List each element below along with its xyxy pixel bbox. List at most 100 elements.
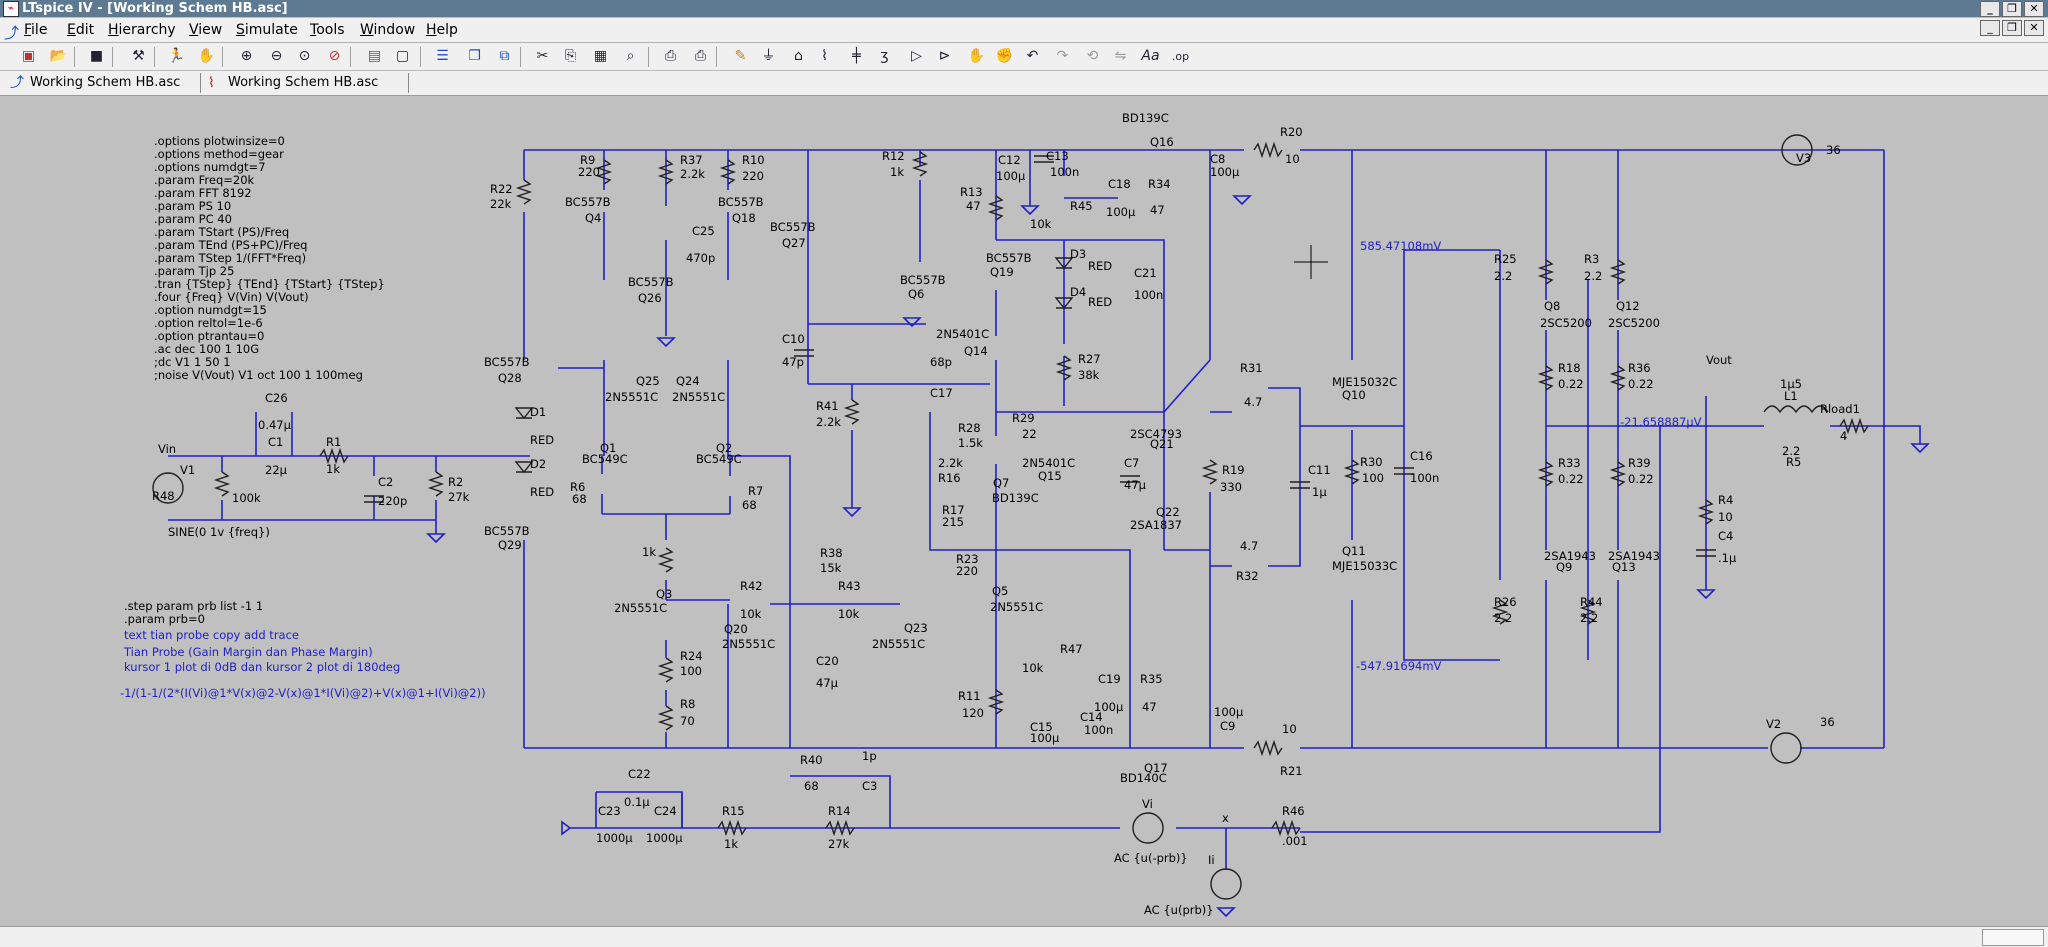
component-label[interactable]: 100n bbox=[1134, 288, 1163, 302]
component-label[interactable]: 10k bbox=[740, 607, 762, 621]
component-label[interactable]: Q3 bbox=[656, 587, 672, 601]
component-label[interactable]: 2N5551C bbox=[990, 600, 1043, 614]
directive[interactable]: .option numdgt=15 bbox=[154, 303, 267, 317]
print-icon[interactable]: ⎙ bbox=[694, 48, 707, 64]
tile-horizontal-icon[interactable]: ☰ bbox=[436, 48, 449, 64]
component-label[interactable]: C23 bbox=[598, 804, 621, 818]
component-label[interactable]: R10 bbox=[742, 153, 765, 167]
component-label[interactable]: 220 bbox=[578, 165, 600, 179]
component-label[interactable]: 215 bbox=[942, 515, 964, 529]
open-icon[interactable]: 📂 bbox=[49, 48, 68, 64]
component-label[interactable]: 100µ bbox=[1094, 700, 1124, 714]
component-label[interactable]: 1k bbox=[890, 165, 904, 179]
component-label[interactable]: R24 bbox=[680, 649, 703, 663]
component-label[interactable]: R40 bbox=[800, 753, 823, 767]
component-label[interactable]: BC557B bbox=[628, 275, 674, 289]
component-label[interactable]: R13 bbox=[960, 185, 983, 199]
component-label[interactable]: 47 bbox=[1150, 203, 1165, 217]
waveform-icon[interactable]: ▤ bbox=[367, 48, 382, 64]
component-label[interactable]: 2.2 bbox=[1782, 444, 1800, 458]
cut-icon[interactable]: ✂ bbox=[536, 48, 549, 64]
component-label[interactable]: BC557B bbox=[770, 220, 816, 234]
component-label[interactable]: V2 bbox=[1766, 717, 1781, 731]
component-label[interactable]: 100µ bbox=[1030, 731, 1060, 745]
component-label[interactable]: Q11 bbox=[1342, 544, 1366, 558]
minimize-icon[interactable]: _ bbox=[1980, 1, 2000, 17]
component-label[interactable]: BD139C bbox=[992, 491, 1039, 505]
component-label[interactable]: Q13 bbox=[1612, 560, 1636, 574]
component-label[interactable]: RED bbox=[1088, 295, 1112, 309]
component-label[interactable]: BC557B bbox=[986, 251, 1032, 265]
diode-icon[interactable]: ▷ bbox=[911, 48, 922, 64]
component-label[interactable]: R22 bbox=[490, 182, 513, 196]
component-label[interactable]: R14 bbox=[828, 804, 851, 818]
print-preview-icon[interactable]: ⎙ bbox=[664, 48, 677, 64]
component-label[interactable]: BC557B bbox=[900, 273, 946, 287]
component-label[interactable]: R21 bbox=[1280, 764, 1303, 778]
component-label[interactable]: 0.47µ bbox=[258, 418, 292, 432]
component-label[interactable]: 1k bbox=[724, 837, 738, 851]
component-label[interactable]: 2N5401C bbox=[1022, 456, 1075, 470]
component-label[interactable]: R20 bbox=[1280, 125, 1303, 139]
save-icon[interactable]: ■ bbox=[89, 48, 104, 64]
component-label[interactable]: 330 bbox=[1220, 480, 1242, 494]
component-label[interactable]: 2.2k bbox=[680, 167, 705, 181]
component-label[interactable]: R8 bbox=[680, 697, 695, 711]
component-label[interactable]: Q17 bbox=[1144, 761, 1168, 775]
doc-restore-icon[interactable]: ❐ bbox=[2002, 20, 2022, 36]
component-label[interactable]: 70 bbox=[680, 714, 695, 728]
directive[interactable]: .option reltol=1e-6 bbox=[154, 316, 263, 330]
component-label[interactable]: Q2 bbox=[716, 441, 732, 455]
component-label[interactable]: R18 bbox=[1558, 361, 1581, 375]
capacitor-icon[interactable]: ╪ bbox=[852, 48, 861, 64]
restore-icon[interactable]: ❐ bbox=[2002, 1, 2022, 17]
component-label[interactable]: 100 bbox=[1362, 471, 1384, 485]
directive[interactable]: .tran {TStep} {TEnd} {TStart} {TStep} bbox=[154, 277, 385, 291]
component-label[interactable]: R4 bbox=[1718, 493, 1733, 507]
component-label[interactable]: 36 bbox=[1820, 715, 1835, 729]
component-label[interactable]: Vout bbox=[1706, 353, 1732, 367]
zoom-fit-icon[interactable]: ⊙ bbox=[298, 48, 311, 64]
component-label[interactable]: R37 bbox=[680, 153, 703, 167]
component-label[interactable]: R46 bbox=[1282, 804, 1305, 818]
component-label[interactable]: C26 bbox=[265, 391, 288, 405]
component-label[interactable]: C13 bbox=[1046, 149, 1069, 163]
component-label[interactable]: C25 bbox=[692, 224, 715, 238]
document-icon[interactable]: ⤴ bbox=[4, 24, 20, 42]
cascade-icon[interactable]: ❐ bbox=[468, 48, 481, 64]
component-label[interactable]: Q15 bbox=[1038, 469, 1062, 483]
component-label[interactable]: 10k bbox=[838, 607, 860, 621]
component-label[interactable]: 2SC4793 bbox=[1130, 427, 1182, 441]
component-label[interactable]: R26 bbox=[1494, 595, 1517, 609]
component-label[interactable]: Q8 bbox=[1544, 299, 1560, 313]
component-label[interactable]: C22 bbox=[628, 767, 651, 781]
component-label[interactable]: C14 bbox=[1080, 710, 1103, 724]
component-label[interactable]: Q9 bbox=[1556, 560, 1572, 574]
directive[interactable]: .param PS 10 bbox=[154, 199, 231, 213]
component-label[interactable]: R30 bbox=[1360, 455, 1383, 469]
component-label[interactable]: 36 bbox=[1826, 143, 1841, 157]
directive[interactable]: .options plotwinsize=0 bbox=[154, 134, 285, 148]
menu-edit[interactable]: Edit bbox=[67, 22, 95, 38]
component-label[interactable]: R45 bbox=[1070, 199, 1093, 213]
directive[interactable]: .step param prb list -1 1 bbox=[124, 599, 263, 613]
component-label[interactable]: R43 bbox=[838, 579, 861, 593]
component-label[interactable]: R47 bbox=[1060, 642, 1083, 656]
component-label[interactable]: D4 bbox=[1070, 285, 1086, 299]
component-label[interactable]: 0.22 bbox=[1628, 377, 1654, 391]
component-label[interactable]: 0.22 bbox=[1628, 472, 1654, 486]
directive[interactable]: ;dc V1 1 50 1 bbox=[154, 355, 231, 369]
component-label[interactable]: R31 bbox=[1240, 361, 1263, 375]
component-label[interactable]: Q22 bbox=[1156, 505, 1180, 519]
component-label[interactable]: Rload1 bbox=[1820, 402, 1860, 416]
component-label[interactable]: R17 bbox=[942, 503, 965, 517]
rotate-icon[interactable]: ⟲ bbox=[1086, 48, 1099, 64]
component-label[interactable]: 10k bbox=[1030, 217, 1052, 231]
component-label[interactable]: RED bbox=[530, 433, 554, 447]
directive[interactable]: .ac dec 100 1 10G bbox=[154, 342, 259, 356]
component-label[interactable]: Q12 bbox=[1616, 299, 1640, 313]
component-label[interactable]: 220p bbox=[378, 494, 407, 508]
component-label[interactable]: D1 bbox=[530, 405, 546, 419]
component-label[interactable]: C17 bbox=[930, 386, 953, 400]
component-label[interactable]: R12 bbox=[882, 149, 905, 163]
